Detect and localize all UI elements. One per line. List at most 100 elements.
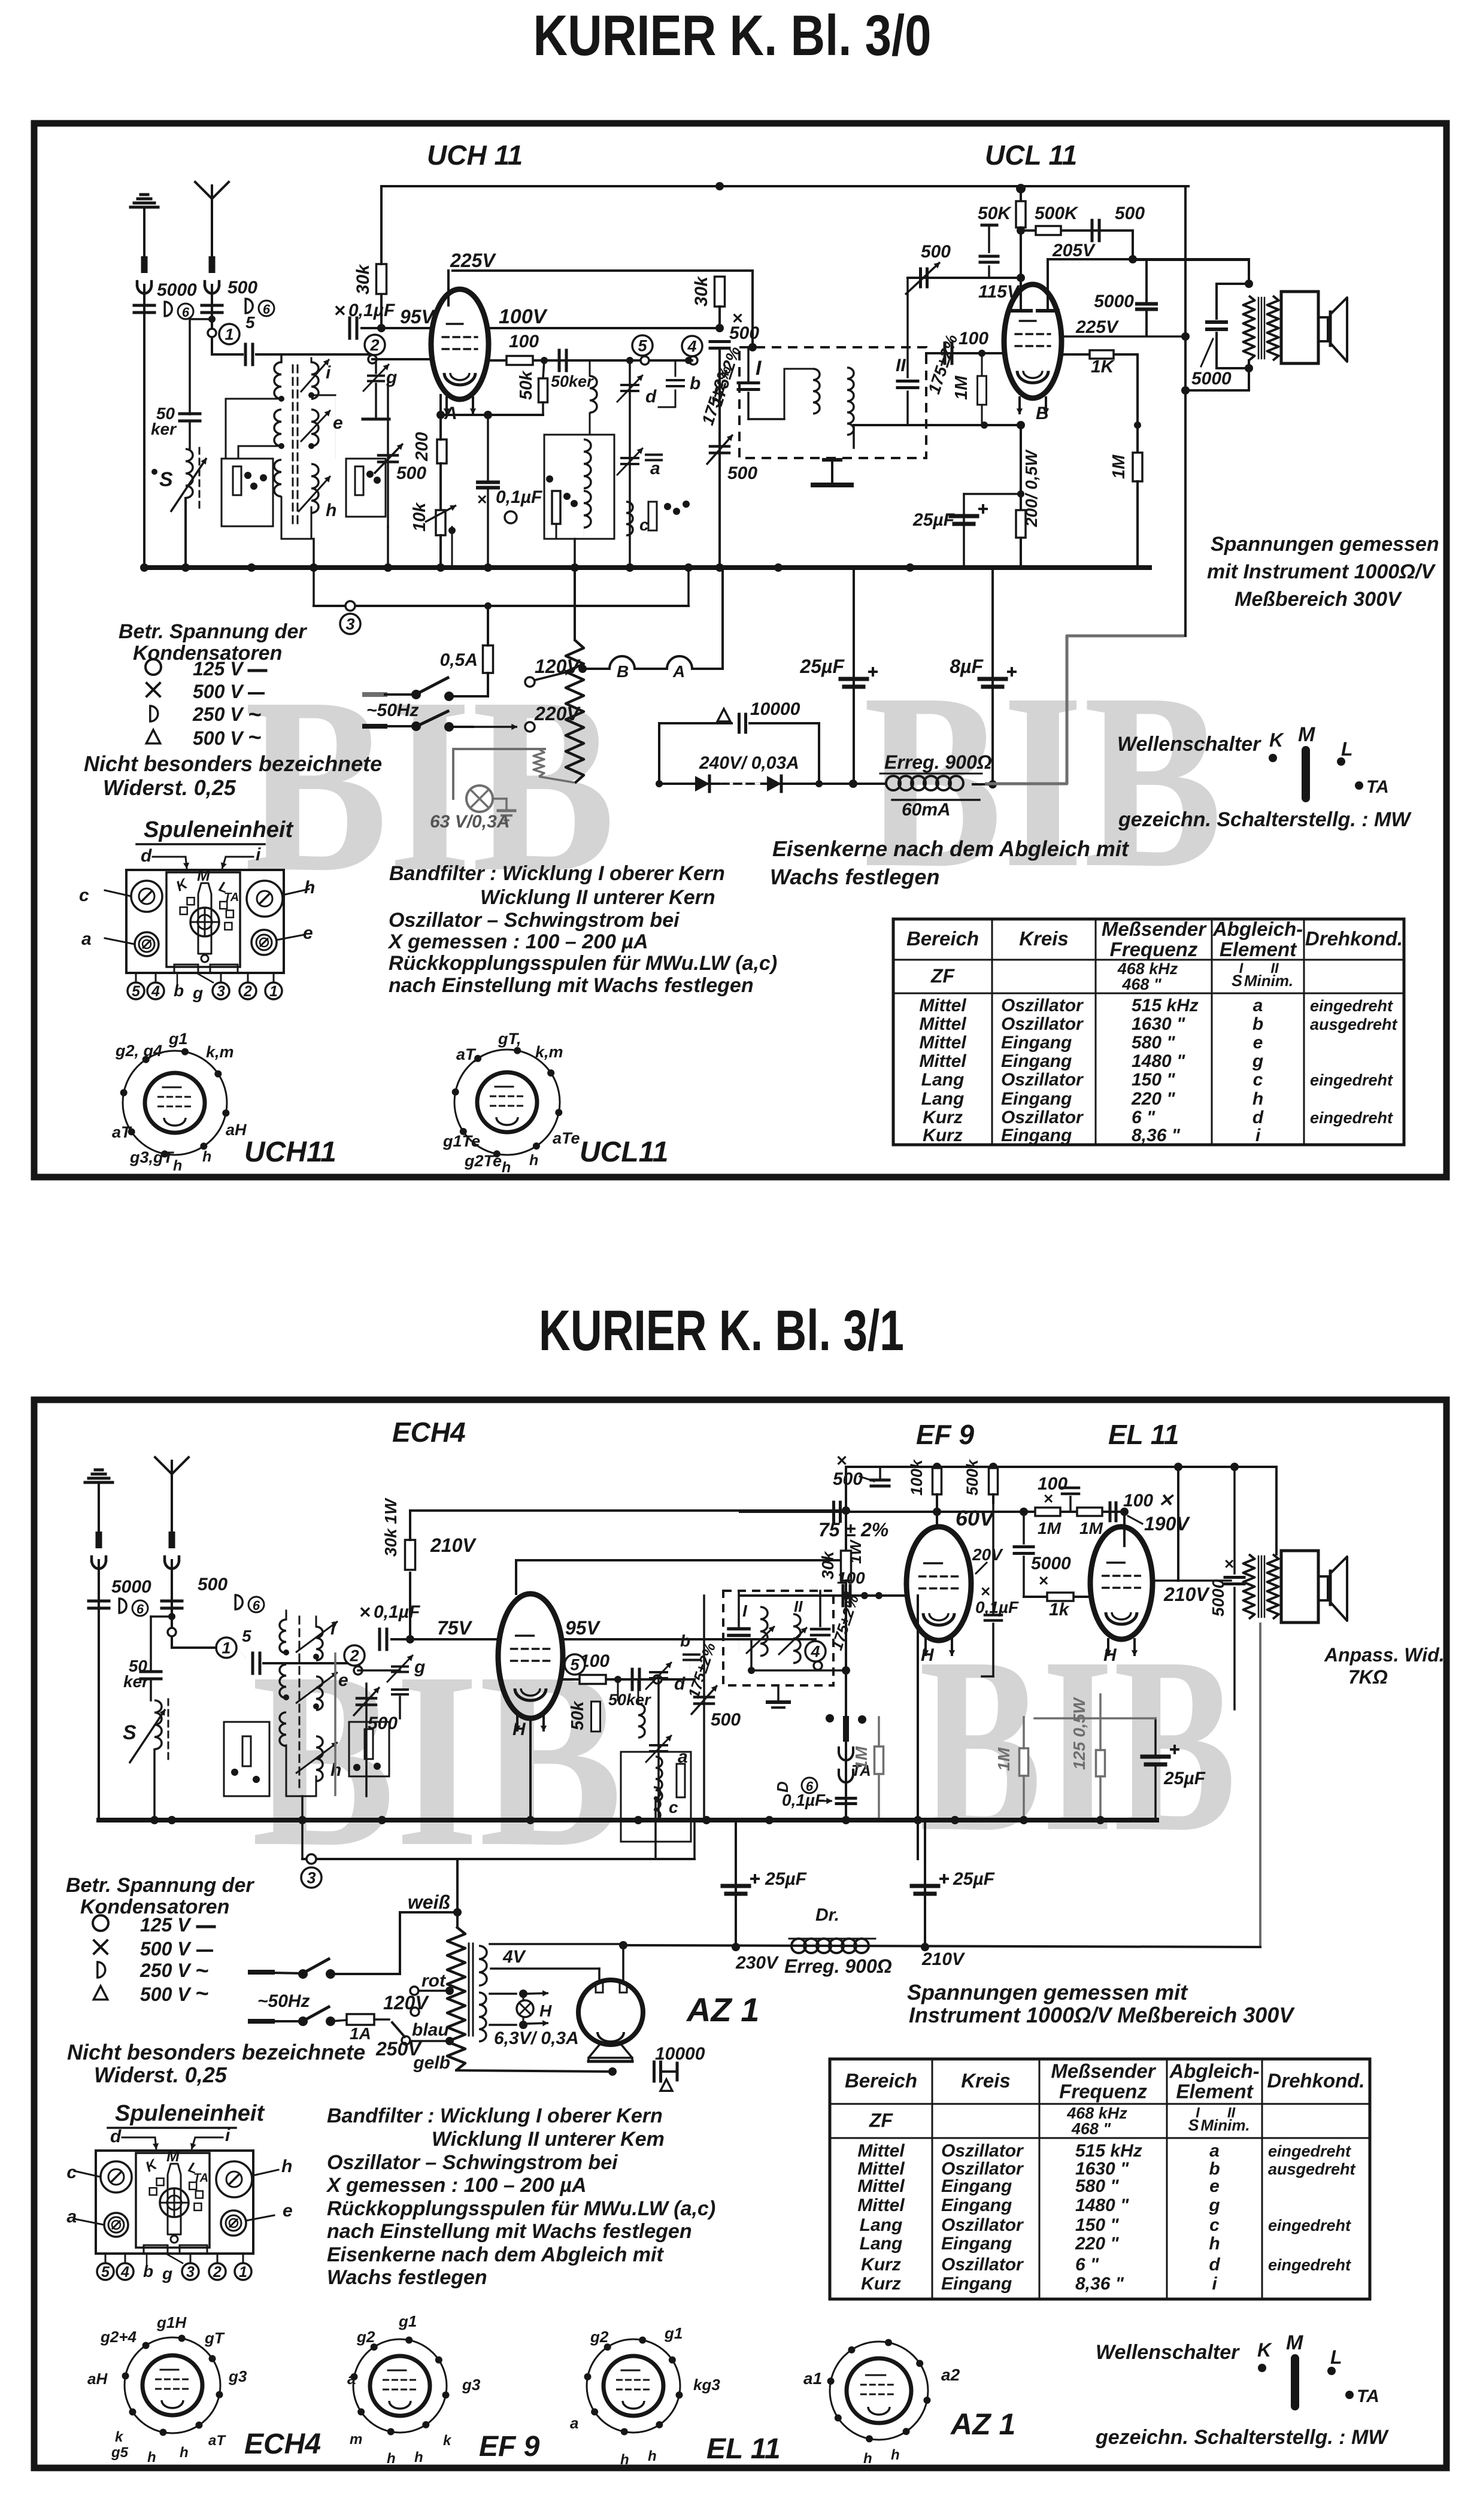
svg-text:2: 2 (213, 2264, 222, 2281)
svg-text:25µF: 25µF (765, 1869, 807, 1889)
svg-text:210V: 210V (1163, 1584, 1210, 1605)
svg-text:g: g (192, 984, 203, 1002)
svg-text:Oszillator: Oszillator (941, 2255, 1024, 2275)
svg-text:Minim.: Minim. (1200, 2116, 1249, 2134)
svg-text:1630 ": 1630 " (1132, 1014, 1185, 1034)
svg-text:II: II (1227, 2105, 1236, 2121)
svg-text:S: S (159, 468, 173, 491)
svg-text:K: K (1257, 2339, 1273, 2361)
svg-text:25µF: 25µF (799, 656, 845, 677)
svg-text:nach Einstellung mit Wachs fes: nach Einstellung mit Wachs festlegen (327, 2220, 692, 2243)
svg-text:1: 1 (239, 2264, 247, 2281)
svg-text:150 ": 150 " (1132, 1070, 1175, 1090)
svg-text:b: b (174, 981, 184, 1000)
svg-text:120V: 120V (535, 656, 581, 677)
svg-text:125 0,5W: 125 0,5W (1070, 1697, 1088, 1770)
svg-text:Wachs festlegen: Wachs festlegen (770, 865, 939, 889)
svg-text:580 ": 580 " (1132, 1033, 1175, 1053)
svg-text:50k: 50k (568, 1700, 587, 1730)
svg-text:h: h (620, 2452, 629, 2468)
svg-text:Bereich: Bereich (906, 927, 979, 950)
svg-text:b: b (1209, 2159, 1220, 2179)
svg-text:25µF: 25µF (1163, 1769, 1206, 1788)
svg-text:✕: ✕ (1224, 1557, 1235, 1572)
svg-text:a: a (81, 929, 92, 949)
svg-text:h: h (304, 878, 315, 897)
svg-text:Abgleich-: Abgleich- (1169, 2060, 1259, 2082)
svg-text:EL 11: EL 11 (1108, 1419, 1179, 1450)
svg-text:I: I (742, 1602, 748, 1620)
svg-text:S: S (1232, 972, 1242, 990)
svg-text:225V: 225V (450, 250, 496, 271)
svg-text:g2+4: g2+4 (100, 2328, 137, 2346)
svg-text:c: c (669, 1798, 678, 1817)
svg-text:5: 5 (132, 983, 141, 1000)
svg-text:Kondensatoren: Kondensatoren (80, 1896, 229, 1918)
svg-text:515 kHz: 515 kHz (1075, 2141, 1142, 2161)
svg-text:UCH11: UCH11 (244, 1136, 336, 1168)
svg-text:g: g (414, 1657, 425, 1677)
svg-text:g2, g4: g2, g4 (115, 1042, 162, 1060)
svg-text:✕: ✕ (836, 1453, 848, 1469)
svg-text:8,36 ": 8,36 " (1075, 2274, 1124, 2294)
svg-text:X gemessen : 100 – 200 µA: X gemessen : 100 – 200 µA (387, 930, 648, 953)
svg-text:Meßsender: Meßsender (1051, 2060, 1156, 2082)
svg-text:Erreg. 900Ω: Erreg. 900Ω (884, 751, 992, 773)
svg-text:4V: 4V (502, 1947, 527, 1967)
svg-text:aT: aT (112, 1123, 132, 1141)
svg-text:aT,: aT, (456, 1045, 478, 1063)
svg-text:L: L (1341, 738, 1353, 760)
svg-text:Mittel: Mittel (919, 996, 966, 1015)
svg-text:ker: ker (123, 1672, 150, 1691)
svg-text:1M: 1M (1079, 1519, 1103, 1538)
svg-text:Wellenschalter: Wellenschalter (1096, 2341, 1240, 2364)
svg-text:Kreis: Kreis (1019, 927, 1069, 950)
svg-text:3: 3 (217, 983, 225, 1000)
svg-text:5000: 5000 (157, 280, 197, 300)
svg-text:Drehkond.: Drehkond. (1267, 2070, 1364, 2092)
svg-text:50K: 50K (978, 204, 1012, 223)
svg-text:S: S (1188, 2116, 1199, 2134)
svg-text:L: L (1330, 2346, 1342, 2368)
svg-text:100k: 100k (908, 1458, 926, 1496)
svg-text:e: e (303, 923, 313, 943)
svg-text:h: h (147, 2449, 156, 2466)
svg-text:H: H (1103, 1645, 1117, 1665)
svg-text:1M: 1M (852, 1746, 871, 1770)
svg-text:UCH 11: UCH 11 (427, 140, 523, 171)
svg-text:Wicklung II unterer Kem: Wicklung II unterer Kem (432, 2128, 665, 2151)
svg-text:7KΩ: 7KΩ (1348, 1666, 1388, 1688)
svg-text:Oszillator: Oszillator (1001, 1108, 1084, 1127)
svg-text:UCL 11: UCL 11 (985, 140, 1077, 171)
svg-text:Nicht besonders bezeichnete: Nicht besonders bezeichnete (84, 751, 382, 776)
svg-text:a: a (650, 459, 660, 478)
svg-text:B: B (617, 662, 629, 681)
svg-text:g5: g5 (111, 2445, 129, 2461)
svg-text:EL 11: EL 11 (706, 2433, 781, 2465)
svg-text:BIB: BIB (919, 1605, 1236, 1884)
svg-text:i: i (256, 845, 261, 865)
svg-text:225V: 225V (1075, 317, 1120, 337)
svg-text:AZ 1: AZ 1 (686, 1991, 759, 2028)
svg-text:d: d (674, 1674, 686, 1694)
svg-text:5: 5 (570, 1656, 580, 1674)
svg-text:Eingang: Eingang (1001, 1051, 1072, 1071)
svg-text:Rückkopplungsspulen für MWu.LW: Rückkopplungsspulen für MWu.LW (a,c) (327, 2197, 715, 2220)
svg-text:3: 3 (345, 615, 354, 633)
svg-text:weiß: weiß (408, 1891, 450, 1913)
svg-text:Oszillator – Schwingstrom b: Oszillator – Schwingstrom bei (327, 2151, 618, 2174)
svg-text:g1: g1 (398, 2312, 417, 2330)
svg-text:100: 100 (837, 1569, 865, 1587)
svg-text:500: 500 (198, 1575, 228, 1594)
svg-text:EF 9: EF 9 (916, 1419, 975, 1450)
svg-text:Betr. Spannung der: Betr. Spannung der (119, 620, 307, 643)
svg-text:Nicht besonders bezeichnete: Nicht besonders bezeichnete (67, 2040, 365, 2064)
svg-text:~: ~ (195, 1981, 208, 2006)
svg-text:6: 6 (253, 1598, 260, 1613)
svg-text:Spuleneinheit: Spuleneinheit (144, 817, 293, 842)
svg-text:Instrument 1000Ω/V Meßbereich: Instrument 1000Ω/V Meßbereich 300V (909, 2003, 1295, 2027)
svg-text:0,1µF: 0,1µF (374, 1602, 420, 1622)
svg-text:1A: 1A (350, 2024, 371, 2043)
svg-text:3: 3 (186, 2264, 195, 2281)
svg-text:h: h (202, 1148, 211, 1165)
